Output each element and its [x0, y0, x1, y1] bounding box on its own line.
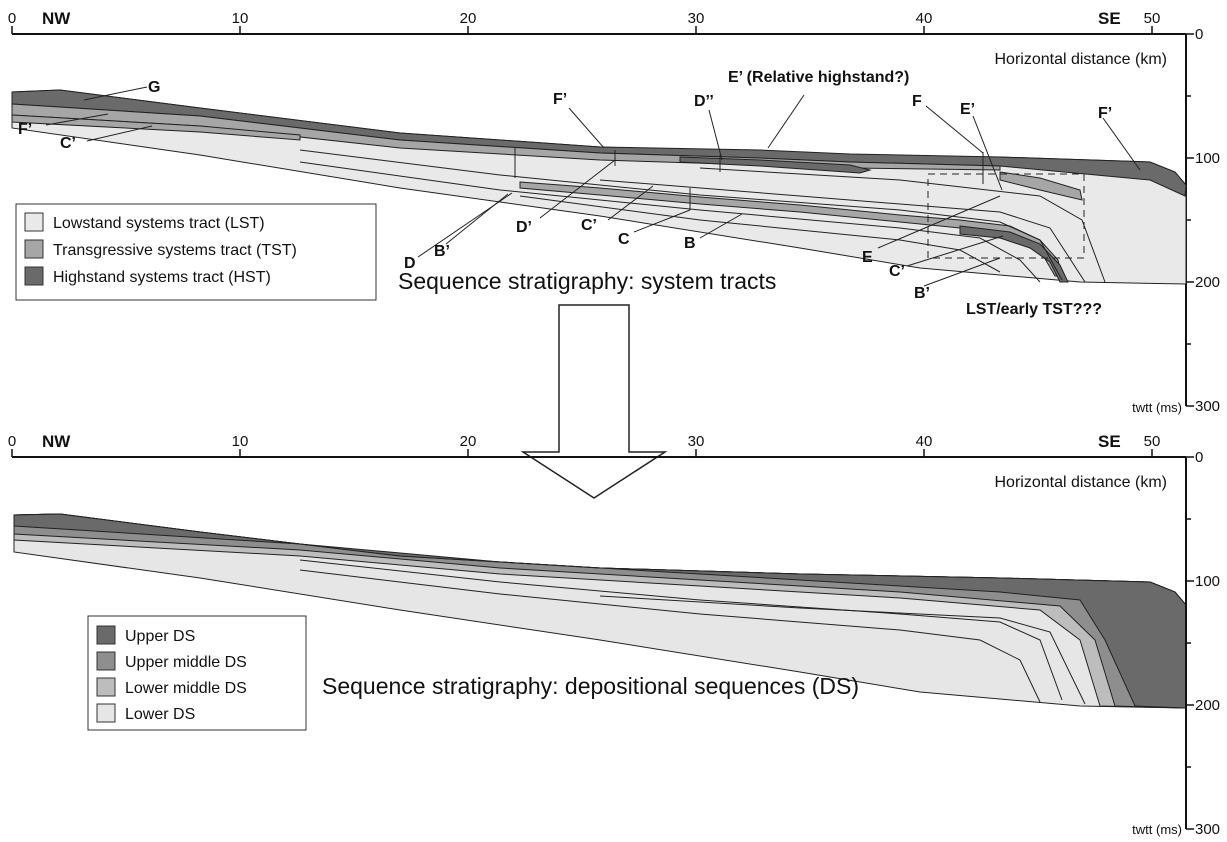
- legend-swatch-tst: [24, 239, 44, 259]
- bottom-x-tick-20: 20: [460, 433, 477, 450]
- top-tst-band-4: [999, 171, 1083, 201]
- legend-swatch-hst: [24, 266, 44, 286]
- label-b-prime-right: B’: [914, 285, 930, 302]
- bottom-nw-label: NW: [42, 432, 71, 451]
- top-panel: 0 10 20 30 40 50 NW SE Horizontal distan…: [8, 9, 1220, 415]
- top-hst-lens: [679, 156, 872, 174]
- top-x-tick-30: 30: [688, 10, 705, 27]
- label-c-prime-left: C’: [60, 135, 76, 152]
- top-hst-band-right: [959, 225, 1069, 283]
- top-legend-box: [15, 203, 377, 301]
- down-arrow: [520, 304, 668, 499]
- label-b-prime-mid: B’: [434, 243, 450, 260]
- bottom-x-tick-0: 0: [8, 433, 16, 450]
- legend-label-upper-ds: Upper DS: [125, 628, 195, 645]
- top-depth-tick-300: 300: [1195, 398, 1220, 415]
- top-legend: Lowstand systems tract (LST) Transgressi…: [15, 203, 377, 301]
- legend-swatch-lst: [24, 212, 44, 232]
- label-d-prime: D’: [516, 219, 532, 236]
- bottom-x-tick-10: 10: [232, 433, 249, 450]
- label-f-right: F: [912, 93, 922, 110]
- bottom-panel: 0 10 20 30 40 50 NW SE Horizontal distan…: [8, 432, 1220, 838]
- top-depth-unit: twtt (ms): [1132, 400, 1182, 415]
- bottom-x-tick-40: 40: [916, 433, 933, 450]
- bottom-depth-tick-200: 200: [1195, 697, 1220, 714]
- label-f-prime-mid: F’: [553, 91, 567, 108]
- top-nw-label: NW: [42, 9, 71, 28]
- top-panel-title: Sequence stratigraphy: system tracts: [398, 268, 776, 294]
- legend-label-lower-ds: Lower DS: [125, 706, 195, 723]
- bottom-depth-tick-0: 0: [1195, 449, 1203, 466]
- legend-label-lst: Lowstand systems tract (LST): [53, 215, 265, 232]
- legend-label-hst: Highstand systems tract (HST): [53, 269, 271, 286]
- label-e-prime-relative-highstand: E’ (Relative highstand?): [728, 69, 909, 86]
- label-e-prime-right: E’: [960, 101, 975, 118]
- legend-label-tst: Transgressive systems tract (TST): [53, 242, 297, 259]
- top-x-tick-0: 0: [8, 10, 16, 27]
- bottom-x-tick-50: 50: [1144, 433, 1161, 450]
- label-f-prime-left: F’: [18, 121, 32, 138]
- top-x-tick-40: 40: [916, 10, 933, 27]
- legend-swatch-lower-middle-ds: [96, 677, 116, 697]
- bottom-se-label: SE: [1098, 432, 1121, 451]
- bottom-legend: Upper DS Upper middle DS Lower middle DS…: [87, 615, 307, 731]
- label-d-double-prime: D’’: [694, 93, 714, 110]
- bottom-x-axis-title: Horizontal distance (km): [995, 474, 1168, 491]
- legend-label-upper-middle-ds: Upper middle DS: [125, 654, 247, 671]
- top-x-tick-20: 20: [460, 10, 477, 27]
- bottom-cross-section: [13, 513, 1187, 709]
- legend-swatch-lower-ds: [96, 703, 116, 723]
- label-lst-early-tst: LST/early TST???: [966, 301, 1102, 318]
- top-x-axis-title: Horizontal distance (km): [995, 51, 1168, 68]
- top-x-tick-10: 10: [232, 10, 249, 27]
- bottom-panel-title: Sequence stratigraphy: depositional sequ…: [322, 673, 859, 699]
- bottom-x-tick-30: 30: [688, 433, 705, 450]
- label-e: E: [862, 249, 873, 266]
- top-tst-band-2: [11, 114, 301, 141]
- top-depth-tick-100: 100: [1195, 150, 1220, 167]
- bottom-legend-box: [87, 615, 307, 731]
- legend-label-lower-middle-ds: Lower middle DS: [125, 680, 247, 697]
- top-depth-tick-0: 0: [1195, 26, 1203, 43]
- label-b: B: [684, 235, 696, 252]
- bottom-depth-tick-300: 300: [1195, 821, 1220, 838]
- top-zoom-box: [927, 173, 1085, 259]
- legend-swatch-upper-ds: [96, 625, 116, 645]
- label-g: G: [148, 79, 160, 96]
- label-c: C: [618, 231, 630, 248]
- top-cross-section: [11, 89, 1187, 285]
- top-se-label: SE: [1098, 9, 1121, 28]
- top-depth-tick-200: 200: [1195, 274, 1220, 291]
- label-c-prime-right: C’: [889, 263, 905, 280]
- bottom-depth-unit: twtt (ms): [1132, 822, 1182, 837]
- top-x-tick-50: 50: [1144, 10, 1161, 27]
- label-f-prime-right: F’: [1098, 105, 1112, 122]
- label-c-prime-mid: C’: [581, 217, 597, 234]
- legend-swatch-upper-middle-ds: [96, 651, 116, 671]
- bottom-depth-tick-100: 100: [1195, 573, 1220, 590]
- label-d: D: [404, 255, 416, 272]
